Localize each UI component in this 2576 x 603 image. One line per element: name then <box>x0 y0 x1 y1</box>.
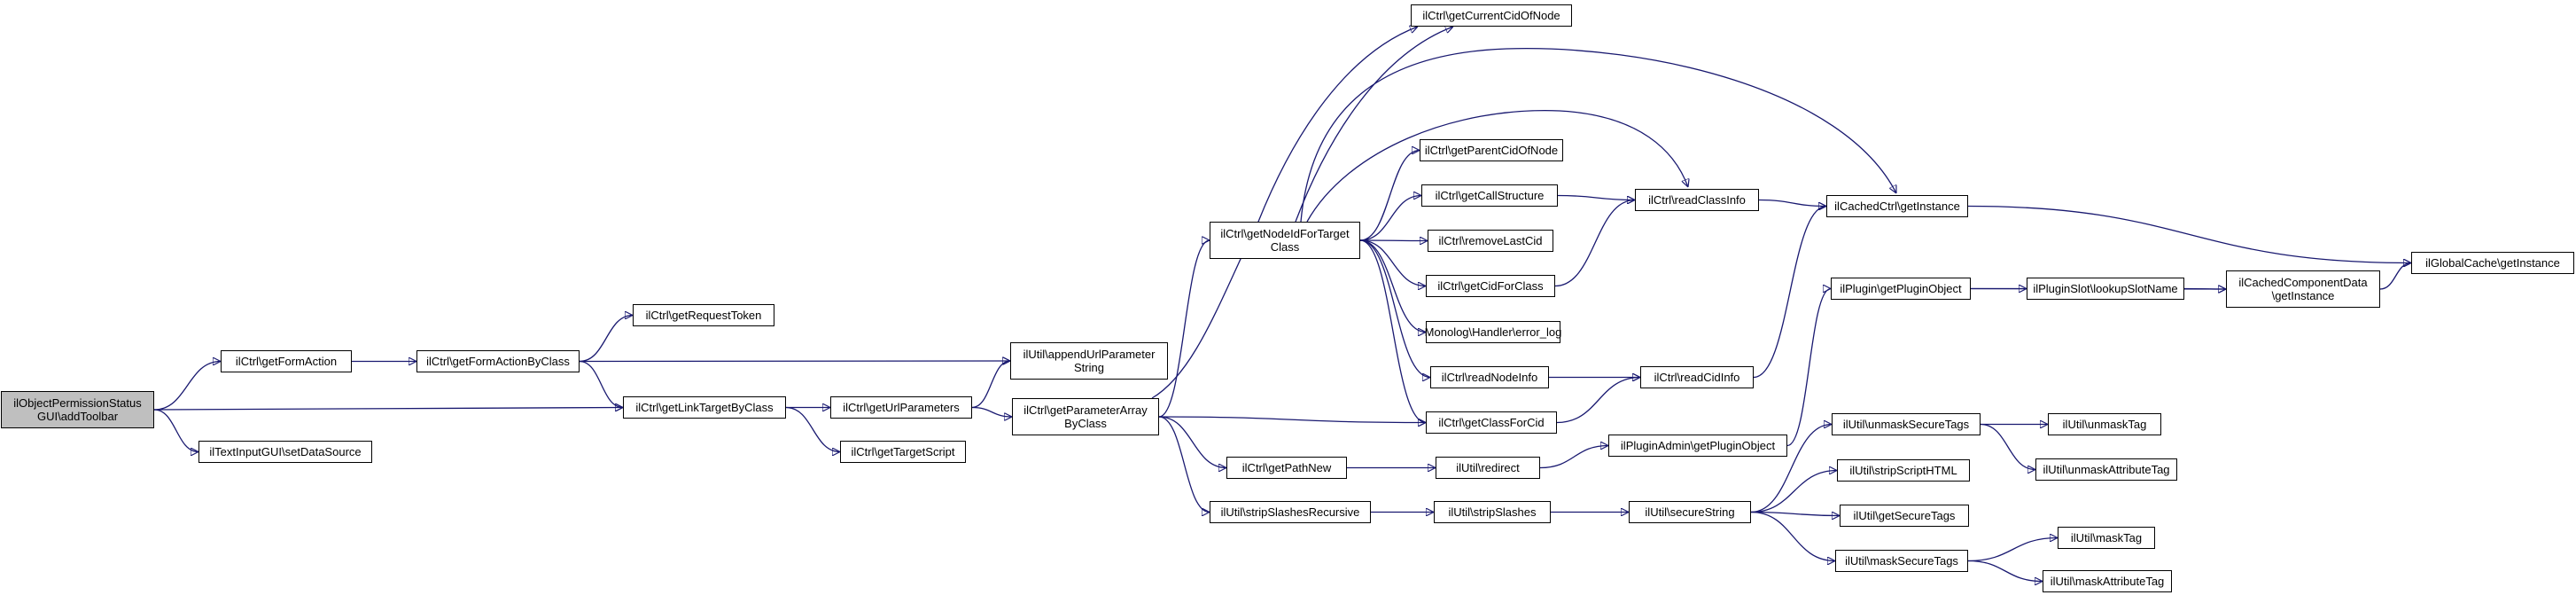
edge-adminGetPluginObject-to-getPluginObject <box>1786 289 1832 447</box>
graph-node-get-path-new[interactable]: ilCtrl\getPathNew <box>1226 457 1347 479</box>
graph-node-get-secure-tags[interactable]: ilUtil\getSecureTags <box>1840 505 1969 527</box>
edge-getNodeIdForTargetClass-to-cachedCtrlGetInstance <box>1300 48 1896 223</box>
graph-node-remove-last-cid[interactable]: ilCtrl\removeLastCid <box>1428 230 1553 252</box>
graph-node-get-node-id-for-target-class[interactable]: ilCtrl\getNodeIdForTarget Class <box>1210 222 1360 259</box>
graph-node-get-parameter-array-by-class[interactable]: ilCtrl\getParameterArray ByClass <box>1012 398 1159 435</box>
edge-getNodeIdForTargetClass-to-readNodeInfo <box>1359 239 1431 378</box>
graph-node-get-form-action-by-class[interactable]: ilCtrl\getFormActionByClass <box>416 350 580 372</box>
edge-getNodeIdForTargetClass-to-getCurrentCidOfNode <box>1295 27 1453 223</box>
graph-node-unmask-tag[interactable]: ilUtil\unmaskTag <box>2048 413 2161 435</box>
edge-getCidForClass-to-readClassInfo <box>1554 200 1635 287</box>
edge-getParameterArrayByClass-to-getCurrentCidOfNode <box>1151 27 1418 399</box>
edge-getNodeIdForTargetClass-to-errorLog <box>1359 239 1427 333</box>
edge-getLinkTargetByClass-to-getTargetScript <box>785 406 841 452</box>
graph-node-append-url-parameter-string[interactable]: ilUtil\appendUrlParameter String <box>1010 342 1168 380</box>
graph-node-get-current-cid-of-node[interactable]: ilCtrl\getCurrentCidOfNode <box>1411 4 1572 27</box>
edge-readClassInfo-to-cachedCtrlGetInstance <box>1758 199 1826 207</box>
edge-maskSecureTags-to-maskTag <box>1967 538 2058 562</box>
edge-getNodeIdForTargetClass-to-getCallStructure <box>1359 196 1421 241</box>
edge-secureString-to-unmaskSecureTags <box>1750 425 1832 513</box>
graph-node-get-cid-for-class[interactable]: ilCtrl\getCidForClass <box>1426 275 1555 297</box>
graph-node-set-data-source[interactable]: ilTextInputGUI\setDataSource <box>198 441 372 463</box>
graph-node-get-target-script[interactable]: ilCtrl\getTargetScript <box>840 441 966 463</box>
edge-getFormActionByClass-to-appendUrlParameterString <box>579 361 1010 362</box>
edge-getParameterArrayByClass-to-getClassForCid <box>1158 416 1426 423</box>
graph-node-get-url-parameters[interactable]: ilCtrl\getUrlParameters <box>830 396 972 419</box>
edge-getNodeIdForTargetClass-to-getParentCidOfNode <box>1359 151 1420 241</box>
graph-node-mask-tag[interactable]: ilUtil\maskTag <box>2058 527 2155 549</box>
graph-node-admin-get-plugin-object[interactable]: ilPluginAdmin\getPluginObject <box>1608 435 1787 457</box>
graph-node-strip-script-html[interactable]: ilUtil\stripScriptHTML <box>1837 459 1970 482</box>
edge-getNodeIdForTargetClass-to-readClassInfo <box>1306 110 1688 223</box>
graph-node-mask-attribute-tag[interactable]: ilUtil\maskAttributeTag <box>2043 570 2172 592</box>
graph-node-unmask-secure-tags[interactable]: ilUtil\unmaskSecureTags <box>1832 413 1981 435</box>
graph-node-get-request-token[interactable]: ilCtrl\getRequestToken <box>633 304 774 326</box>
edge-getNodeIdForTargetClass-to-getCidForClass <box>1359 239 1426 286</box>
graph-node-error-log[interactable]: Monolog\Handler\error_log <box>1425 321 1561 343</box>
edge-getParameterArrayByClass-to-getPathNew <box>1158 416 1226 468</box>
graph-node-root: ilObjectPermissionStatus GUI\addToolbar <box>1 391 154 428</box>
graph-node-read-class-info[interactable]: ilCtrl\readClassInfo <box>1635 189 1759 211</box>
edge-getNodeIdForTargetClass-to-removeLastCid <box>1359 240 1428 241</box>
edge-root-to-setDataSource <box>153 409 199 452</box>
edge-getFormActionByClass-to-getRequestToken <box>579 316 634 363</box>
graph-node-redirect[interactable]: ilUtil\redirect <box>1436 457 1540 479</box>
edge-redirect-to-adminGetPluginObject <box>1539 446 1608 469</box>
graph-node-mask-secure-tags[interactable]: ilUtil\maskSecureTags <box>1835 550 1968 572</box>
edge-getCallStructure-to-readClassInfo <box>1557 194 1635 200</box>
edge-getNodeIdForTargetClass-to-getClassForCid <box>1359 239 1427 423</box>
edge-root-to-getFormAction <box>153 362 221 411</box>
edge-getClassForCid-to-readCidInfo <box>1556 378 1640 424</box>
graph-node-secure-string[interactable]: ilUtil\secureString <box>1629 501 1751 523</box>
edge-readCidInfo-to-cachedCtrlGetInstance <box>1753 207 1827 379</box>
graph-node-read-cid-info[interactable]: ilCtrl\readCidInfo <box>1640 366 1754 388</box>
graph-node-get-form-action[interactable]: ilCtrl\getFormAction <box>221 350 352 372</box>
edge-maskSecureTags-to-maskAttributeTag <box>1967 560 2043 582</box>
edge-secureString-to-stripScriptHTML <box>1750 471 1837 513</box>
graph-node-cached-component-data-get-instance[interactable]: ilCachedComponentData \getInstance <box>2226 270 2380 308</box>
edge-secureString-to-getSecureTags <box>1750 511 1840 516</box>
graph-node-get-class-for-cid[interactable]: ilCtrl\getClassForCid <box>1426 411 1557 434</box>
edge-getUrlParameters-to-getParameterArrayByClass <box>971 406 1012 418</box>
edge-cachedComponentDataGetInstance-to-globalCacheGetInstance <box>2379 263 2412 290</box>
graph-node-read-node-info[interactable]: ilCtrl\readNodeInfo <box>1430 366 1549 388</box>
edge-getFormActionByClass-to-getLinkTargetByClass <box>579 360 624 408</box>
graph-node-strip-slashes-recursive[interactable]: ilUtil\stripSlashesRecursive <box>1210 501 1371 523</box>
edge-root-to-getLinkTargetByClass <box>153 408 623 411</box>
graph-node-get-plugin-object[interactable]: ilPlugin\getPluginObject <box>1831 278 1971 300</box>
edge-secureString-to-maskSecureTags <box>1750 511 1835 561</box>
edge-cachedCtrlGetInstance-to-globalCacheGetInstance <box>1967 205 2411 263</box>
graph-node-get-link-target-by-class[interactable]: ilCtrl\getLinkTargetByClass <box>623 396 786 419</box>
graph-node-get-parent-cid-of-node[interactable]: ilCtrl\getParentCidOfNode <box>1420 139 1563 161</box>
edge-getParameterArrayByClass-to-getNodeIdForTargetClass <box>1158 240 1210 418</box>
edge-unmaskSecureTags-to-unmaskAttributeTag <box>1980 423 2035 470</box>
graph-node-unmask-attribute-tag[interactable]: ilUtil\unmaskAttributeTag <box>2035 458 2177 481</box>
edge-getParameterArrayByClass-to-stripSlashesRecursive <box>1158 416 1210 513</box>
edge-getUrlParameters-to-appendUrlParameterString <box>971 361 1011 409</box>
graph-node-lookup-slot-name[interactable]: ilPluginSlot\lookupSlotName <box>2027 278 2184 300</box>
graph-node-cached-ctrl-get-instance[interactable]: ilCachedCtrl\getInstance <box>1826 195 1968 217</box>
graph-node-strip-slashes[interactable]: ilUtil\stripSlashes <box>1434 501 1551 523</box>
graph-node-global-cache-get-instance[interactable]: ilGlobalCache\getInstance <box>2411 252 2574 274</box>
graph-node-get-call-structure[interactable]: ilCtrl\getCallStructure <box>1421 184 1558 207</box>
